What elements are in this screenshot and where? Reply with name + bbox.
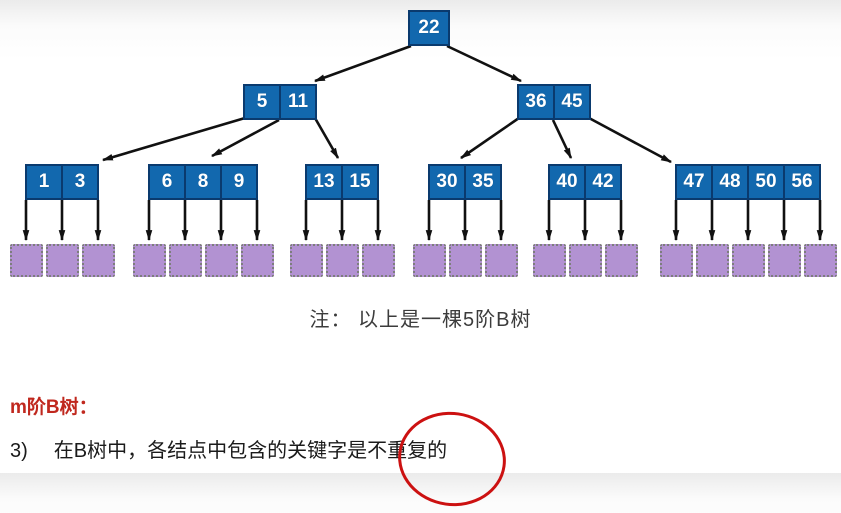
node-key-cell: 36 xyxy=(517,84,555,120)
node-key-cell: 1 xyxy=(25,164,63,200)
node-key-cell: 50 xyxy=(747,164,785,200)
leaf-null-slot xyxy=(81,244,115,277)
node-key-cell: 45 xyxy=(553,84,591,120)
note-item-number: 3) xyxy=(10,440,28,462)
note-item-highlight: 不重复的 xyxy=(367,440,448,462)
note-item-text: 在B树中，各结点中包含的关键字是 xyxy=(53,440,368,462)
node-key-cell: 9 xyxy=(220,164,258,200)
leaf-null-slot xyxy=(448,244,482,277)
note-item-3: 3) 在B树中，各结点中包含的关键字是不重复的 xyxy=(10,434,447,463)
node-key-cell: 5 xyxy=(243,84,281,120)
leaf-null-slot xyxy=(132,244,166,277)
node-key-cell: 47 xyxy=(675,164,713,200)
leaf-null-slot xyxy=(45,244,79,277)
leaf-null-slot xyxy=(568,244,602,277)
tree-edges xyxy=(22,44,824,242)
node-key-cell: 8 xyxy=(184,164,222,200)
leaf-null-slot xyxy=(168,244,202,277)
diagram-caption: 注： 以上是一棵5阶B树 xyxy=(309,309,532,331)
leaf-null-slot xyxy=(361,244,395,277)
node-key-cell: 3 xyxy=(61,164,99,200)
leaf-null-slot xyxy=(731,244,765,277)
node-key-cell: 42 xyxy=(584,164,622,200)
node-key-cell: 6 xyxy=(148,164,186,200)
tree-node-root: 22 xyxy=(408,10,450,46)
leaf-null-slot xyxy=(604,244,638,277)
edge-arrow xyxy=(313,44,412,83)
node-key-cell: 35 xyxy=(464,164,502,200)
node-key-cell: 13 xyxy=(305,164,343,200)
node-key-cell: 22 xyxy=(408,10,450,46)
leaf-null-slot xyxy=(240,244,274,277)
leaf-null-slot xyxy=(695,244,729,277)
leaf-null-slot xyxy=(659,244,693,277)
leaf-null-slot xyxy=(412,244,446,277)
edge-arrow xyxy=(446,44,522,83)
edge-arrow xyxy=(551,119,573,159)
leaf-null-slot xyxy=(532,244,566,277)
node-key-cell: 15 xyxy=(341,164,379,200)
node-key-cell: 30 xyxy=(428,164,466,200)
leaf-null-slot xyxy=(325,244,359,277)
leaf-null-slot xyxy=(9,244,43,277)
notes-heading: m阶B树： xyxy=(10,397,98,418)
edge-arrow xyxy=(211,118,280,158)
node-key-cell: 48 xyxy=(711,164,749,200)
leaf-null-slot xyxy=(767,244,801,277)
node-key-cell: 11 xyxy=(279,84,317,120)
edge-arrow xyxy=(460,116,520,160)
node-key-cell: 56 xyxy=(783,164,821,200)
leaf-null-slot xyxy=(803,244,837,277)
edge-arrow xyxy=(101,116,246,162)
edge-arrow xyxy=(588,116,672,164)
node-key-cell: 40 xyxy=(548,164,586,200)
leaf-null-slot xyxy=(289,244,323,277)
edge-arrow xyxy=(313,117,340,159)
leaf-null-slot xyxy=(204,244,238,277)
leaf-null-slot xyxy=(484,244,518,277)
